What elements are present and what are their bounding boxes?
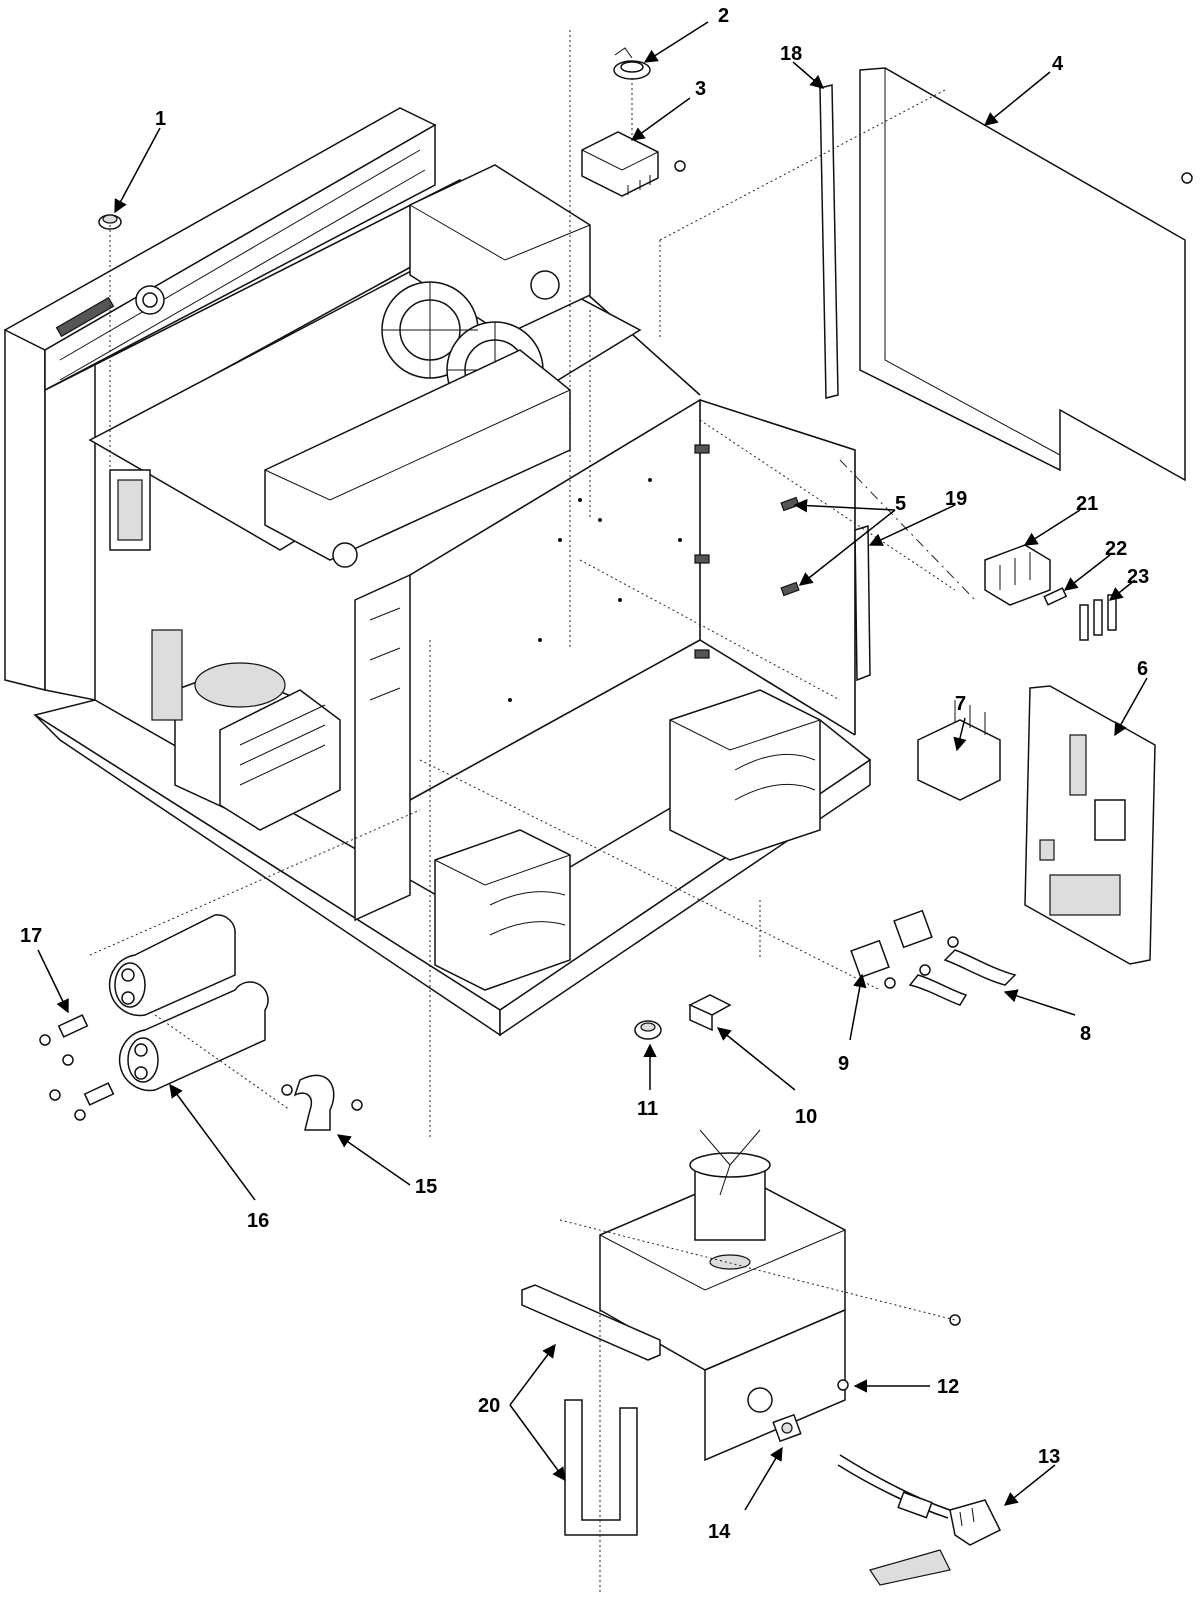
callout-18: 18	[780, 43, 802, 65]
part-21-fuse-holder	[984, 544, 1051, 606]
part-18-strip	[819, 84, 839, 399]
part-1-grommet	[98, 214, 122, 230]
callout-8: 8	[1080, 1023, 1091, 1045]
callout-20: 20	[478, 1395, 500, 1417]
callout-9: 9	[838, 1053, 849, 1075]
callout-4: 4	[1052, 53, 1064, 75]
part-2-clamp	[613, 47, 651, 80]
part-14-cord-grommet	[772, 1413, 802, 1443]
callouts: 1 2 3 4 5 6 7 8 9 10 11 12 13 14 15 16	[20, 5, 1149, 1543]
callout-11: 11	[637, 1098, 658, 1120]
callout-21: 21	[1076, 493, 1098, 515]
internal-transformer	[151, 629, 341, 831]
callout-3: 3	[695, 78, 706, 100]
callout-22: 22	[1105, 538, 1127, 560]
part-5-clips	[780, 496, 800, 597]
part-23-fuses	[1079, 594, 1117, 641]
callout-5: 5	[895, 493, 906, 515]
callout-17: 17	[20, 925, 42, 947]
assembly-guide-lines	[89, 30, 976, 1595]
base-transformer-left	[434, 829, 571, 991]
callout-10: 10	[795, 1106, 817, 1128]
callout-7: 7	[955, 693, 966, 715]
part-7-noise-filter	[917, 700, 1001, 801]
base-transformer-right	[669, 689, 821, 861]
callout-16: 16	[247, 1210, 269, 1232]
callout-6: 6	[1137, 658, 1148, 680]
part-16-capacitors	[108, 914, 269, 1092]
callout-12: 12	[937, 1376, 959, 1398]
callout-2: 2	[718, 5, 729, 27]
part-3-relay	[581, 131, 686, 197]
part-9-interlock-switches	[850, 909, 959, 989]
part-17-diodes	[39, 1014, 115, 1121]
part-13-power-cord	[837, 1454, 1002, 1586]
callout-14: 14	[708, 1521, 731, 1543]
part-19-strip	[854, 524, 871, 682]
part-10-bracket	[688, 994, 732, 1032]
part-11-bushing	[634, 1020, 662, 1040]
part-20-seals	[521, 1284, 661, 1536]
callout-23: 23	[1127, 566, 1149, 588]
part-6-control-board	[1024, 685, 1156, 965]
part-22-fuse	[1043, 587, 1068, 606]
callout-19: 19	[945, 488, 967, 510]
fan-motor-assembly	[599, 1129, 846, 1462]
callout-13: 13	[1038, 1446, 1060, 1468]
part-8-wire-leads	[908, 949, 1017, 1006]
callout-1: 1	[155, 108, 166, 130]
part-12-screw	[837, 1314, 961, 1391]
callout-15: 15	[415, 1176, 437, 1198]
part-15-capacitor-clamp	[281, 1074, 363, 1131]
part-4-side-panel	[859, 67, 1193, 482]
